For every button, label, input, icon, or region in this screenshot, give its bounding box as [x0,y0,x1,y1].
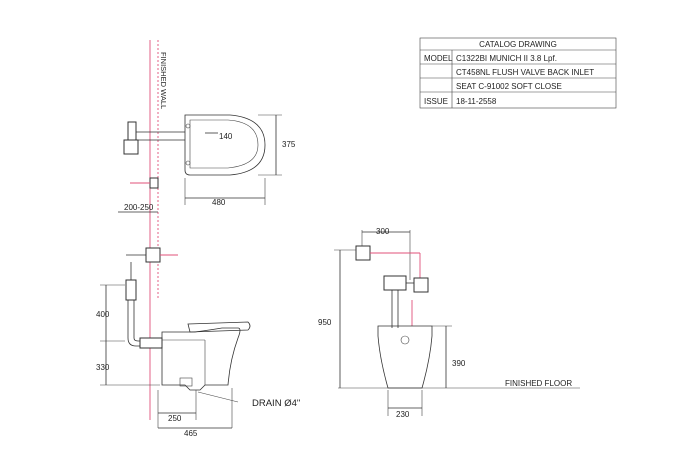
title-row-label-issue: ISSUE [424,97,448,106]
dim-465: 465 [184,429,198,438]
finished-wall-label: FINISHED WALL [159,52,168,109]
top-view-valve [127,121,137,143]
front-view-valve [355,245,371,261]
drain-label: DRAIN Ø4" [252,398,300,409]
finished-floor-label: FINISHED FLOOR [505,379,572,388]
front-view: 300 950 390 230 [318,227,466,419]
front-view-flush-valve [383,275,407,291]
title-row-label-model: MODEL [424,54,453,63]
title-row-value-model: C1322BI MUNICH II 3.8 Lpf. [456,54,557,63]
top-view-seat-inner [189,119,259,169]
side-view-bowl [161,327,241,391]
side-view: 400 330 250 465 DRAIN Ø4" [96,247,300,438]
title-row-value-valve: CT458NL FLUSH VALVE BACK INLET [456,68,594,77]
top-view-bowl-outline [184,114,266,176]
title-row-value-issue: 18-11-2558 [456,97,497,106]
side-view-seat-lid [187,321,251,333]
side-view-flush-valve [145,247,161,263]
title-block-frame [419,37,617,109]
front-view-bowl [377,325,433,389]
dim-250: 250 [168,414,182,423]
dim-375: 375 [282,140,296,149]
title-block-header: CATALOG DRAWING [479,40,557,49]
dim-300: 300 [376,227,390,236]
dim-480: 480 [212,198,226,207]
title-row-value-seat: SEAT C-91002 SOFT CLOSE [456,82,562,91]
dim-330: 330 [96,363,110,372]
title-block: CATALOG DRAWING MODEL C1322BI MUNICH II … [419,37,617,109]
dim-230: 230 [396,410,410,419]
dim-200-250: 200-250 [124,203,154,212]
top-view: 140 375 480 200-250 [118,114,296,213]
sheet-background [90,0,620,460]
finished-floor-line: FINISHED FLOOR [338,379,580,389]
dim-140: 140 [219,132,233,141]
dim-400: 400 [96,310,110,319]
dim-390: 390 [452,359,466,368]
dim-950: 950 [318,318,332,327]
